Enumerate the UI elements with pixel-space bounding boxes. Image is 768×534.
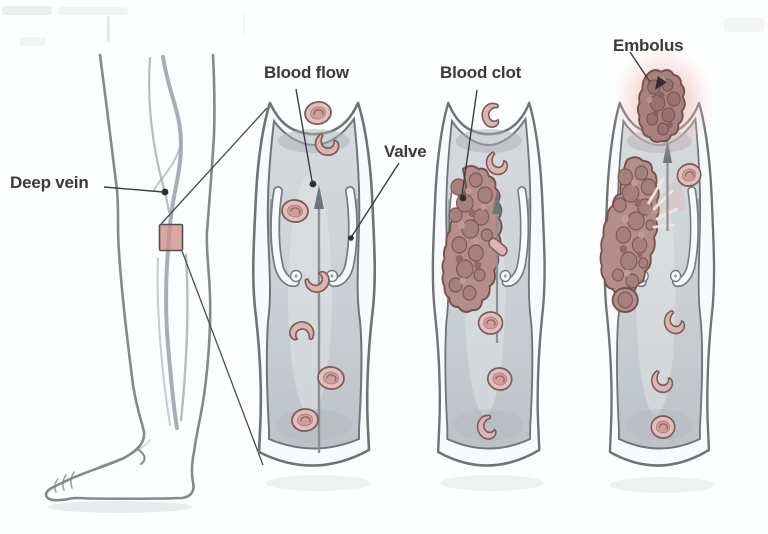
- blood-flow-label: Blood flow: [264, 63, 349, 82]
- blood-flow-leader-line: [295, 88, 313, 182]
- embolus-leader-arrowhead: [655, 76, 667, 90]
- blood-clot-mass: [599, 156, 660, 313]
- leg-illustration: [44, 53, 216, 502]
- blood-clot-mass: [441, 165, 503, 313]
- valve-leader-line: [351, 162, 400, 237]
- embolus-leader-line: [629, 51, 651, 83]
- embolus-mass: [636, 69, 686, 143]
- deep-vein-leader-line: [103, 186, 164, 193]
- label-leader-lines: [103, 51, 651, 237]
- vein-panel-clot: [431, 101, 546, 467]
- label-leader-dots: [161, 180, 467, 241]
- soft-shadows: [48, 475, 714, 513]
- valve-label: Valve: [384, 142, 427, 161]
- leg-outline: [44, 53, 216, 502]
- blood-clot-label: Blood clot: [440, 63, 522, 82]
- vein-panel-embolus: [599, 45, 716, 467]
- vein-panel-normal: [251, 98, 377, 467]
- embolus-label: Embolus: [613, 36, 684, 55]
- deep-vein-label: Deep vein: [10, 173, 89, 192]
- foot-details: [54, 449, 146, 493]
- dvt-site-marker: [158, 223, 184, 252]
- scan-artifacts: [2, 6, 764, 46]
- blood-clot-leader-line: [461, 89, 478, 196]
- leg-fill: [46, 55, 215, 501]
- zoom-callout-lines: [160, 107, 268, 466]
- blood-flow-arrow: [314, 185, 324, 453]
